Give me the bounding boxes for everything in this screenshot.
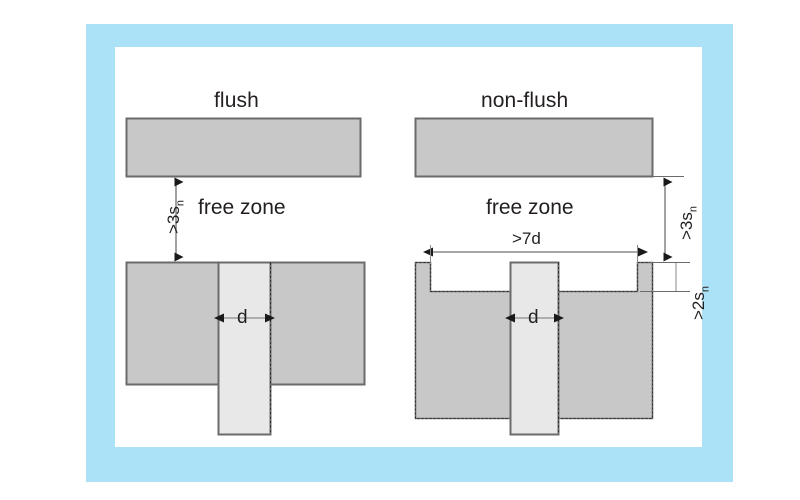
left-diameter-label: d xyxy=(237,307,248,328)
left-target-plate xyxy=(125,117,362,178)
right-panel-title: non-flush xyxy=(481,89,569,112)
right-width-dimension-label: >7d xyxy=(512,229,541,248)
left-free-zone-label: free zone xyxy=(198,196,286,219)
right-recess-subscript: n xyxy=(699,285,712,293)
right-sensor-body xyxy=(509,261,560,436)
right-recess-dimension-label: >2sn xyxy=(689,285,712,320)
right-free-zone-label: free zone xyxy=(486,196,574,219)
right-diameter-label: d xyxy=(528,307,539,328)
right-target-plate xyxy=(414,117,654,178)
left-panel-graphics xyxy=(125,117,366,436)
left-dim-subscript: n xyxy=(174,199,187,207)
left-dim-value: >3s xyxy=(164,206,183,234)
left-panel-title: flush xyxy=(214,89,259,112)
right-dim-value: >3s xyxy=(677,212,696,240)
right-dim-subscript: n xyxy=(687,205,700,213)
right-recess-value: >2s xyxy=(689,292,708,320)
left-sensor-body xyxy=(217,261,272,436)
right-free-zone-dimension-label: >3sn xyxy=(677,205,700,240)
right-panel-graphics xyxy=(414,117,690,436)
left-free-zone-dimension-label: >3sn xyxy=(164,199,187,234)
